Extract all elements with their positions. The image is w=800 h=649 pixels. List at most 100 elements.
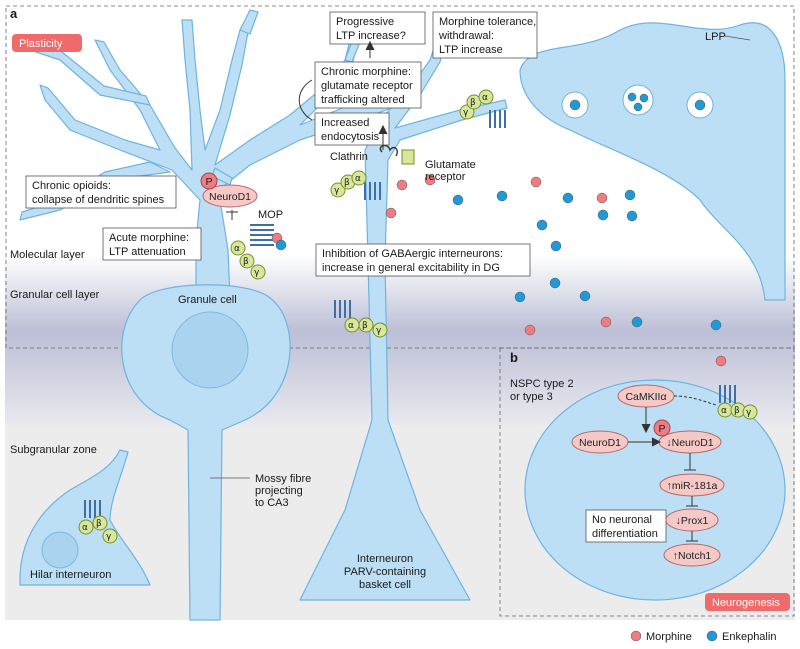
svg-text:γ: γ: [463, 108, 469, 118]
glutamate-label: Glutamate: [425, 159, 476, 171]
svg-text:β: β: [243, 257, 249, 267]
svg-text:γ: γ: [376, 326, 382, 336]
phospho-a: [200, 172, 218, 190]
mop-label: MOP: [258, 209, 283, 221]
mossy-label-2: projecting: [255, 485, 303, 497]
svg-text:withdrawal:: withdrawal:: [438, 30, 494, 42]
svg-text:Chronic morphine:: Chronic morphine:: [321, 66, 411, 78]
layer-label-granular: Granular cell layer: [10, 289, 100, 301]
svg-text:Neurogenesis: Neurogenesis: [712, 597, 780, 609]
neurogenesis-tag: [705, 593, 790, 611]
svg-text:↑Notch1: ↑Notch1: [673, 550, 712, 562]
panel-a-border: [5, 5, 795, 349]
svg-text:α: α: [348, 321, 354, 331]
neurod1-pill-a: [202, 184, 258, 208]
layer-label-subgranular: Subgranular zone: [10, 444, 97, 456]
svg-text:↓NeuroD1: ↓NeuroD1: [666, 437, 713, 449]
panel-label-a: a: [10, 6, 18, 21]
svg-text:Chronic opioids:: Chronic opioids:: [32, 180, 111, 192]
interneuron-label-1: Interneuron: [357, 553, 413, 565]
interneuron-label-3: basket cell: [359, 579, 411, 591]
granule-cell-soma: [121, 284, 291, 621]
svg-text:NeuroD1: NeuroD1: [579, 437, 621, 449]
svg-text:↑miR-181a: ↑miR-181a: [667, 480, 718, 492]
svg-text:α: α: [721, 406, 727, 416]
svg-text:LTP attenuation: LTP attenuation: [109, 246, 186, 258]
svg-text:LTP increase?: LTP increase?: [336, 30, 406, 42]
layer-label-molecular: Molecular layer: [10, 249, 85, 261]
mop-receptor-dendrite: [489, 110, 506, 128]
panel-label-b: b: [510, 350, 518, 365]
svg-text:γ: γ: [746, 408, 752, 418]
callout-endocytosis: Increased endocytosis: [314, 112, 390, 146]
granule-cell-label: Granule cell: [178, 294, 237, 306]
svg-text:differentiation: differentiation: [592, 528, 658, 540]
legend-morphine-label: Morphine: [646, 631, 692, 643]
svg-text:γ: γ: [254, 268, 260, 278]
g-protein-dendrite: γ β α: [459, 89, 494, 120]
nspc-label-2: or type 3: [510, 391, 553, 403]
dendrite-branch-up: [239, 9, 259, 35]
svg-text:P: P: [658, 423, 665, 435]
callout-gaba: Inhibition of GABAergic interneurons: in…: [315, 243, 531, 277]
svg-text:LTP increase: LTP increase: [439, 44, 503, 56]
svg-text:Increased: Increased: [321, 117, 369, 129]
mossy-label-1: Mossy fibre: [255, 473, 311, 485]
pathway-arrows: [226, 40, 717, 542]
svg-text:P: P: [205, 176, 212, 188]
svg-text:γ: γ: [334, 186, 340, 196]
notch1-pill: [663, 543, 721, 567]
mop-receptor-nspc: [719, 385, 736, 403]
svg-text:Plasticity: Plasticity: [19, 38, 63, 50]
svg-text:α: α: [355, 174, 361, 184]
svg-text:increase in general excitabili: increase in general excitability in DG: [322, 262, 500, 274]
svg-text:CaMKIIα: CaMKIIα: [625, 391, 666, 403]
g-protein-hilar: α β γ: [78, 515, 118, 544]
svg-text:↓Prox1: ↓Prox1: [676, 515, 709, 527]
svg-text:collapse of dendritic spines: collapse of dendritic spines: [32, 194, 165, 206]
svg-text:endocytosis: endocytosis: [321, 131, 380, 143]
granule-nucleus: [171, 311, 249, 389]
svg-text:glutamate receptor: glutamate receptor: [321, 80, 413, 92]
callout-no-neuronal: No neuronal differentiation: [585, 509, 667, 543]
mop-receptor-granule: [250, 224, 274, 246]
g-protein-nspc: α β γ: [717, 402, 758, 420]
mop-receptor-interneuron: [334, 300, 351, 318]
svg-text:α: α: [482, 93, 488, 103]
svg-text:α: α: [82, 523, 88, 533]
hilar-nucleus: [41, 531, 79, 569]
svg-text:Acute morphine:: Acute morphine:: [109, 232, 189, 244]
glutamate-receptor: [401, 149, 415, 165]
clathrin-label: Clathrin: [330, 151, 368, 163]
panel-b-border: [499, 347, 795, 617]
phospho-b: [653, 419, 671, 437]
legend-enkephalin-dot: [706, 630, 718, 642]
svg-text:No neuronal: No neuronal: [592, 514, 652, 526]
ligand-dots: [271, 92, 727, 367]
svg-text:β: β: [734, 406, 740, 416]
svg-text:Inhibition of GABAergic intern: Inhibition of GABAergic interneurons:: [322, 248, 503, 260]
nspc-label-1: NSPC type 2: [510, 378, 574, 390]
callout-chronic-opioids: Chronic opioids: collapse of dendritic s…: [25, 175, 177, 209]
svg-text:β: β: [96, 519, 102, 529]
lpp-terminal: [519, 22, 786, 301]
g-protein-granule: α β γ: [230, 240, 266, 280]
svg-text:β: β: [344, 178, 350, 188]
plasticity-tag: [12, 34, 82, 52]
svg-text:β: β: [362, 321, 368, 331]
callout-acute-morphine: Acute morphine: LTP attenuation: [102, 227, 202, 261]
clathrin-icon: [379, 144, 399, 157]
g-protein-spine: γ β α: [330, 170, 367, 198]
legend-morphine-dot: [630, 630, 642, 642]
callout-chronic-morphine: Chronic morphine: glutamate receptor tra…: [314, 61, 422, 109]
receptor-label: receptor: [425, 171, 466, 183]
legend-enkephalin-label: Enkephalin: [722, 631, 776, 643]
lpp-label: LPP: [705, 31, 726, 43]
mop-receptor-spine: [364, 182, 381, 200]
interneuron-label-2: PARV-containing: [344, 566, 426, 578]
svg-text:Morphine tolerance,: Morphine tolerance,: [439, 16, 536, 28]
hilar-label: Hilar interneuron: [30, 569, 111, 581]
svg-text:β: β: [470, 98, 476, 108]
svg-text:Progressive: Progressive: [336, 16, 394, 28]
